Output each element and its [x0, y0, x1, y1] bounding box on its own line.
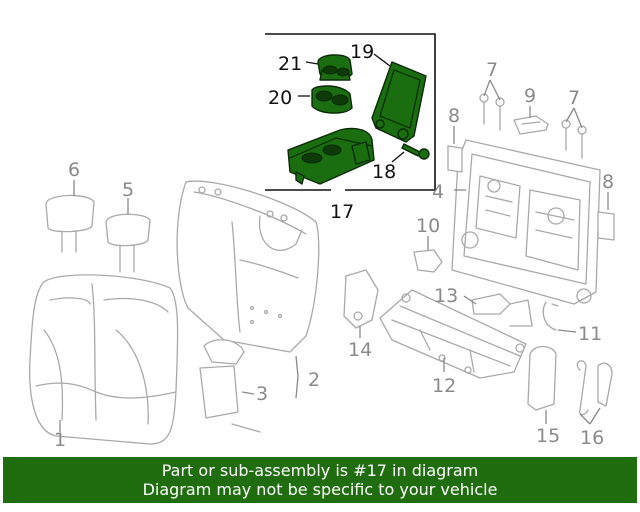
callout-8a: 8 [448, 105, 460, 127]
headrest-5[interactable] [105, 213, 151, 273]
cup-insert-21[interactable] [317, 54, 353, 81]
cup-holder-20[interactable] [311, 85, 353, 114]
clip-11[interactable] [542, 301, 559, 331]
callout-21: 21 [278, 53, 302, 75]
latch-cover-9[interactable] [513, 115, 549, 135]
callout-12: 12 [432, 375, 456, 397]
callout-6: 6 [68, 159, 80, 181]
callout-4: 4 [432, 181, 444, 203]
actuator-13[interactable] [471, 293, 533, 327]
bolt-18[interactable] [401, 143, 430, 160]
banner-line-1: Part or sub-assembly is #17 in diagram [161, 461, 479, 480]
callout-8b: 8 [602, 171, 614, 193]
cushion-frame-12[interactable] [379, 289, 527, 379]
callout-9: 9 [524, 85, 536, 107]
armrest-frame-19[interactable] [371, 61, 427, 143]
bolts-7-left[interactable] [479, 93, 505, 131]
callout-11: 11 [578, 323, 602, 345]
hook-16[interactable] [576, 360, 613, 416]
headrest-6[interactable] [45, 194, 95, 253]
callout-7b: 7 [568, 87, 580, 109]
trim-8-right[interactable] [597, 211, 615, 241]
seatback-cover-1[interactable] [29, 274, 179, 445]
trim-8-left[interactable] [447, 145, 463, 173]
hinge-cover-14[interactable] [343, 269, 379, 329]
callout-17: 17 [330, 201, 354, 223]
callout-15: 15 [536, 425, 560, 447]
bracket-10[interactable] [413, 249, 443, 273]
panel-3[interactable] [199, 339, 261, 433]
callout-18: 18 [372, 161, 396, 183]
callout-7a: 7 [486, 59, 498, 81]
seatback-pad-2[interactable] [176, 180, 320, 353]
callout-16: 16 [580, 427, 604, 449]
banner-line-2: Diagram may not be specific to your vehi… [142, 480, 498, 499]
callout-20: 20 [268, 87, 292, 109]
callout-14: 14 [348, 339, 372, 361]
callout-1: 1 [54, 429, 66, 451]
inset-frame [265, 33, 436, 191]
side-cover-15[interactable] [527, 345, 557, 411]
info-banner: Part or sub-assembly is #17 in diagram D… [3, 457, 637, 503]
armrest-assembly-17[interactable] [287, 127, 375, 185]
bolts-7-right[interactable] [561, 119, 587, 159]
seatback-frame-4[interactable] [451, 139, 601, 305]
callout-2: 2 [308, 369, 320, 391]
callout-13: 13 [434, 285, 458, 307]
callout-19: 19 [350, 41, 374, 63]
callout-5: 5 [122, 179, 134, 201]
callout-3: 3 [256, 383, 268, 405]
callout-10: 10 [416, 215, 440, 237]
